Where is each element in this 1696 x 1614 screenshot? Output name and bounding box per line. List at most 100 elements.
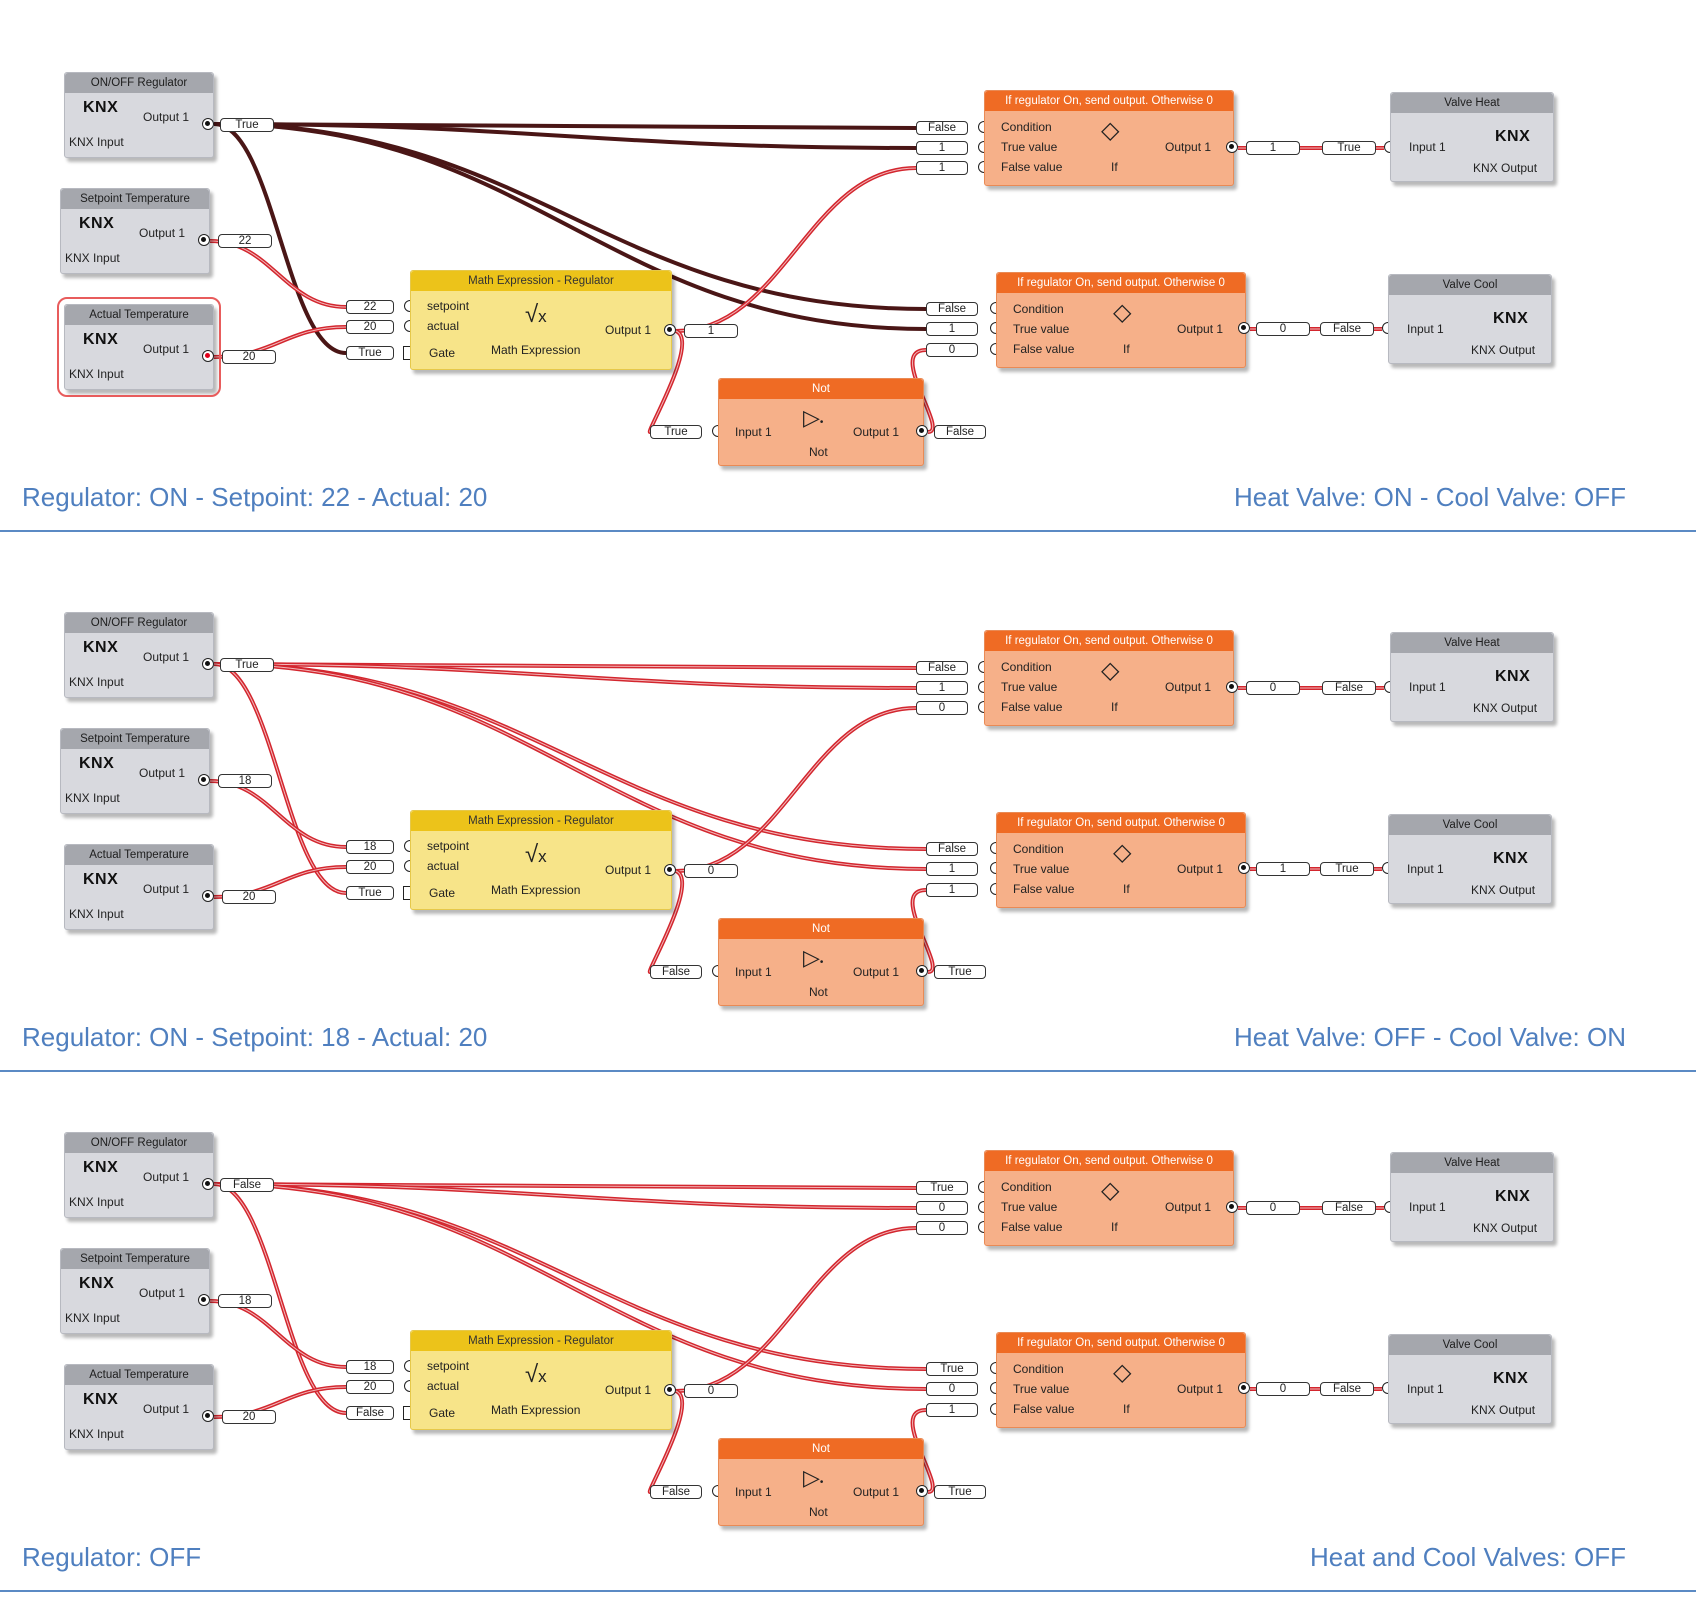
wire-highlight-m_sp (209, 240, 347, 308)
valve-cool-node[interactable]: Valve Cool Input 1 KNX KNX Output (1388, 814, 1552, 904)
caption-left: Regulator: ON - Setpoint: 22 - Actual: 2… (22, 482, 488, 512)
node-title: ON/OFF Regulator (65, 613, 213, 633)
if-cool-output-port[interactable] (1238, 1382, 1250, 1394)
if-heat-node[interactable]: If regulator On, send output. Otherwise … (984, 90, 1234, 186)
node-type-label: Math Expression (491, 1403, 581, 1417)
if-heat-node[interactable]: If regulator On, send output. Otherwise … (984, 1150, 1234, 1246)
if-heat-output-value: 0 (1246, 681, 1300, 695)
setpoint-output-port[interactable] (198, 1294, 210, 1306)
setpoint-node[interactable]: Setpoint Temperature KNX Output 1 KNX In… (60, 188, 210, 274)
setpoint-node[interactable]: Setpoint Temperature KNX Output 1 KNX In… (60, 728, 210, 814)
valve-cool-node[interactable]: Valve Cool Input 1 KNX KNX Output (1388, 1334, 1552, 1424)
logic-panel: ON/OFF Regulator KNX Output 1 KNX Input … (0, 0, 1696, 540)
if-cool-true-value: 0 (926, 1382, 978, 1396)
output-label: Output 1 (605, 323, 652, 337)
onoff-output-port[interactable] (202, 118, 214, 130)
condition-port-label: Condition (1001, 120, 1052, 134)
if-cool-condition-value: False (926, 842, 978, 856)
node-title: If regulator On, send output. Otherwise … (997, 1333, 1245, 1353)
node-title: Not (719, 919, 923, 939)
math-output-port[interactable] (664, 1384, 676, 1396)
if-heat-output-port[interactable] (1226, 1201, 1238, 1213)
math-output-value: 0 (684, 1384, 738, 1398)
valve-heat-node[interactable]: Valve Heat Input 1 KNX KNX Output (1390, 92, 1554, 182)
not-node[interactable]: Not Input 1 ▷• Not Output 1 (718, 378, 924, 466)
onoff-regulator-node[interactable]: ON/OFF Regulator KNX Output 1 KNX Input (64, 72, 214, 158)
valve-heat-node[interactable]: Valve Heat Input 1 KNX KNX Output (1390, 632, 1554, 722)
knx-logo: KNX (83, 1159, 119, 1176)
actual-temperature-node[interactable]: Actual Temperature KNX Output 1 KNX Inpu… (64, 1364, 214, 1450)
wire-highlight-m_sp (209, 1300, 347, 1368)
output-label: Output 1 (139, 766, 186, 780)
if-cool-output-value: 1 (1256, 862, 1310, 876)
wire-c_true[interactable] (213, 122, 927, 331)
wire-highlight-h_false (675, 707, 917, 872)
square-root-icon: √x (525, 1361, 547, 1388)
true-value-port-label: True value (1001, 680, 1058, 694)
if-heat-output-port[interactable] (1226, 681, 1238, 693)
actual-output-port[interactable] (202, 350, 214, 362)
knx-logo: KNX (1493, 1370, 1529, 1387)
math-setpoint-value: 18 (346, 840, 394, 854)
if-cool-output-port[interactable] (1238, 862, 1250, 874)
output-label: Output 1 (143, 1170, 190, 1184)
if-heat-node[interactable]: If regulator On, send output. Otherwise … (984, 630, 1234, 726)
knx-logo: KNX (79, 755, 115, 772)
node-type-label: KNX Input (65, 1311, 120, 1325)
not-output-port[interactable] (916, 965, 928, 977)
setpoint-port-label: setpoint (427, 1359, 470, 1373)
actual-output-port[interactable] (202, 1410, 214, 1422)
output-label: Output 1 (853, 1485, 900, 1499)
not-output-port[interactable] (916, 425, 928, 437)
knx-logo: KNX (83, 331, 119, 348)
if-cool-node[interactable]: If regulator On, send output. Otherwise … (996, 1332, 1246, 1428)
node-type-label: Math Expression (491, 883, 581, 897)
wire-highlight-h_true (213, 1183, 917, 1209)
math-expression-node[interactable]: Math Expression - Regulator setpoint act… (410, 1330, 672, 1430)
node-type-label: If (1123, 1402, 1130, 1416)
actual-port-label: actual (427, 1379, 460, 1393)
math-output-port[interactable] (664, 324, 676, 336)
condition-port-label: Condition (1013, 842, 1064, 856)
node-type-label: KNX Input (69, 135, 124, 149)
node-type-label: KNX Output (1471, 883, 1536, 897)
node-type-label: If (1111, 160, 1118, 174)
math-output-value: 0 (684, 864, 738, 878)
input-label: Input 1 (1407, 1382, 1444, 1396)
if-cool-output-port[interactable] (1238, 322, 1250, 334)
actual-output-port[interactable] (202, 890, 214, 902)
if-cool-false-value: 0 (926, 343, 978, 357)
math-output-port[interactable] (664, 864, 676, 876)
not-node[interactable]: Not Input 1 ▷• Not Output 1 (718, 918, 924, 1006)
setpoint-output-port[interactable] (198, 234, 210, 246)
false-value-port-label: False value (1001, 1220, 1063, 1234)
onoff-output-port[interactable] (202, 1178, 214, 1190)
not-node[interactable]: Not Input 1 ▷• Not Output 1 (718, 1438, 924, 1526)
node-type-label: KNX Input (65, 251, 120, 265)
node-title: Setpoint Temperature (61, 1249, 209, 1269)
math-setpoint-value: 22 (346, 300, 394, 314)
math-expression-node[interactable]: Math Expression - Regulator setpoint act… (410, 810, 672, 910)
actual-temperature-node[interactable]: Actual Temperature KNX Output 1 KNX Inpu… (64, 844, 214, 930)
node-type-label: KNX Output (1473, 161, 1538, 175)
setpoint-output-port[interactable] (198, 774, 210, 786)
if-cool-node[interactable]: If regulator On, send output. Otherwise … (996, 812, 1246, 908)
setpoint-node[interactable]: Setpoint Temperature KNX Output 1 KNX In… (60, 1248, 210, 1334)
wire-highlight-c_true (213, 1183, 927, 1390)
valve-heat-input-value: True (1322, 141, 1376, 155)
onoff-output-port[interactable] (202, 658, 214, 670)
wire-highlight-m_sp (209, 780, 347, 848)
actual-value: 20 (222, 890, 276, 904)
actual-temperature-node[interactable]: Actual Temperature KNX Output 1 KNX Inpu… (57, 297, 221, 397)
math-expression-node[interactable]: Math Expression - Regulator setpoint act… (410, 270, 672, 370)
not-output-port[interactable] (916, 1485, 928, 1497)
if-cool-false-value: 1 (926, 883, 978, 897)
wire-h_true[interactable] (213, 122, 917, 150)
onoff-regulator-node[interactable]: ON/OFF Regulator KNX Output 1 KNX Input (64, 1132, 214, 1218)
valve-cool-node[interactable]: Valve Cool Input 1 KNX KNX Output (1388, 274, 1552, 364)
wire-m_gate[interactable] (213, 122, 347, 355)
if-cool-node[interactable]: If regulator On, send output. Otherwise … (996, 272, 1246, 368)
valve-heat-node[interactable]: Valve Heat Input 1 KNX KNX Output (1390, 1152, 1554, 1242)
onoff-regulator-node[interactable]: ON/OFF Regulator KNX Output 1 KNX Input (64, 612, 214, 698)
if-heat-output-port[interactable] (1226, 141, 1238, 153)
